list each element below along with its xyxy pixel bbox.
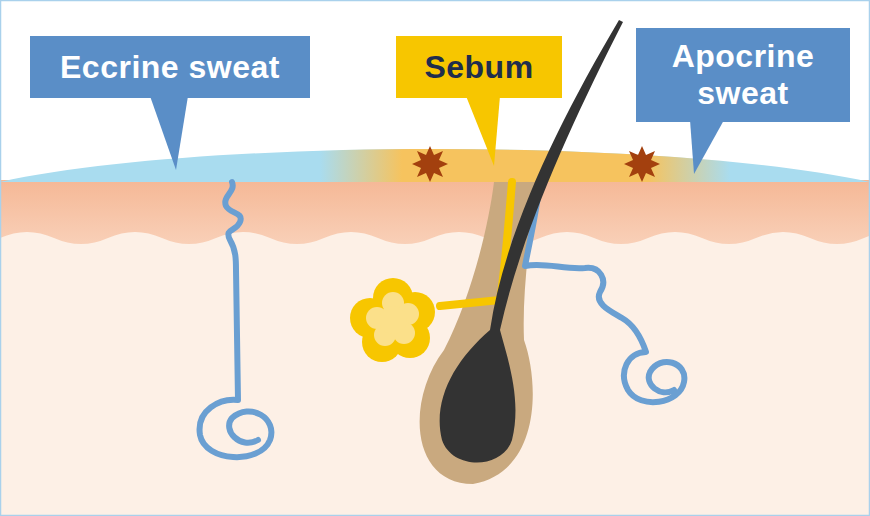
bacteria [412, 146, 448, 182]
callout-label: Eccrine sweat [60, 49, 280, 86]
callout-label: Sebum [424, 49, 533, 86]
apocrine-gland [525, 182, 684, 402]
callout-box: Sebum [396, 36, 562, 98]
callout-box: Apocrine sweat [636, 28, 850, 122]
bacteria [624, 146, 660, 182]
sebaceous-gland-inner [366, 292, 419, 346]
callout-box: Eccrine sweat [30, 36, 310, 98]
callout-tail [150, 96, 188, 170]
callout-label: Apocrine sweat [636, 38, 850, 112]
eccrine-gland [200, 182, 272, 457]
sebum-film [320, 130, 730, 190]
callout-tail [690, 120, 724, 174]
callout-tail [466, 96, 500, 166]
sebaceous-gland [350, 278, 435, 362]
